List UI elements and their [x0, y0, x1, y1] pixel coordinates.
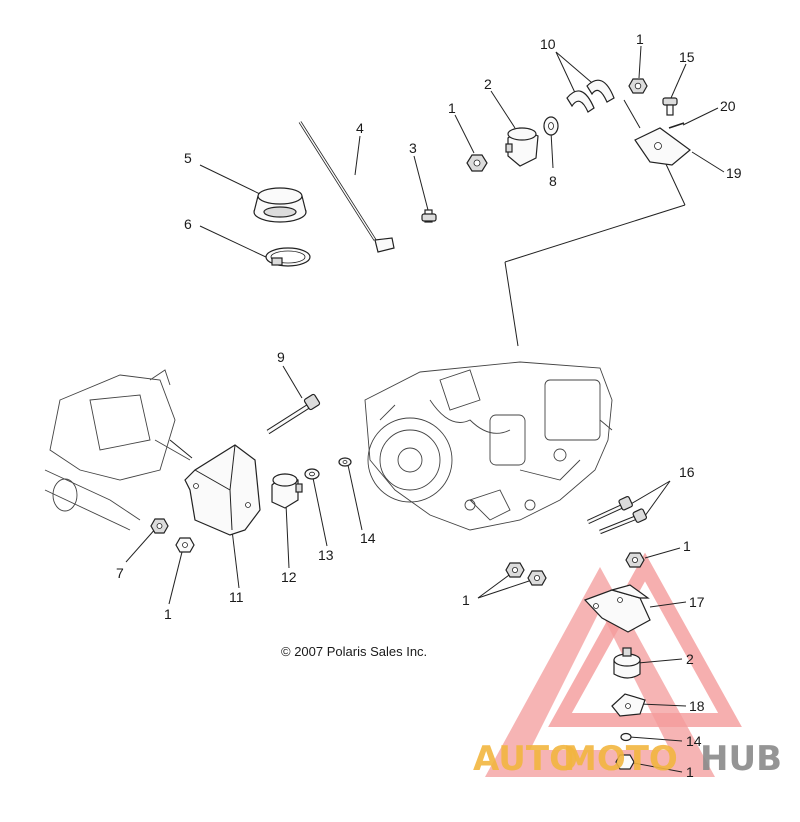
watermark-text: AUTO MOTO HUB	[473, 739, 782, 779]
callout-5: 5	[184, 150, 192, 166]
rod-part	[298, 121, 395, 253]
callout-20: 20	[720, 98, 736, 114]
callout-17: 17	[689, 594, 705, 610]
callout-1: 1	[462, 592, 470, 608]
shim-part	[566, 79, 615, 113]
washer-part	[304, 468, 320, 480]
callout-1: 1	[448, 100, 456, 116]
intake-boot-part	[253, 187, 307, 223]
nut-part	[505, 562, 547, 586]
callout-2: 2	[686, 651, 694, 667]
bolt-part	[421, 209, 437, 223]
long-bolt-part	[266, 393, 321, 435]
washer-part	[338, 457, 352, 467]
callout-13: 13	[318, 547, 334, 563]
engine-mount-part	[271, 473, 303, 509]
callout-14: 14	[686, 733, 702, 749]
callout-18: 18	[689, 698, 705, 714]
callout-14: 14	[360, 530, 376, 546]
engine-assembly	[364, 361, 613, 531]
nut-part	[628, 78, 648, 94]
watermark-text-hub: HUB	[700, 739, 782, 779]
callout-7: 7	[116, 565, 124, 581]
mount-plate-part	[611, 693, 646, 717]
callout-8: 8	[549, 173, 557, 189]
callout-1: 1	[683, 538, 691, 554]
frame-section	[44, 369, 191, 531]
callout-1: 1	[636, 31, 644, 47]
engine-mount-bracket-part	[184, 444, 261, 536]
nut-part	[625, 552, 645, 568]
bolt-part	[662, 97, 678, 116]
mount-bracket-part	[583, 584, 651, 633]
nut-part	[150, 518, 169, 534]
callout-3: 3	[409, 140, 417, 156]
hose-clamp-part	[265, 247, 311, 267]
mount-bracket-part	[623, 99, 691, 166]
watermark-text-moto: MOTO	[563, 739, 678, 779]
watermark-text-auto: AUTO	[473, 739, 578, 779]
cotter-pin-part	[668, 122, 685, 129]
leader-lines	[125, 45, 725, 773]
callout-labels: 5 6 4 3 1 2 8 10 1 15 20 19 9 16 1 1 17 …	[116, 31, 742, 780]
callout-4: 4	[356, 120, 364, 136]
callout-19: 19	[726, 165, 742, 181]
callout-10: 10	[540, 36, 556, 52]
nut-part	[615, 754, 635, 770]
callout-16: 16	[679, 464, 695, 480]
washer-part	[543, 116, 559, 136]
parts	[150, 78, 691, 770]
bolt-part	[587, 495, 648, 535]
copyright-notice: © 2007 Polaris Sales Inc.	[281, 644, 427, 659]
engine-mount-part	[613, 647, 641, 679]
callout-11: 11	[229, 589, 244, 605]
nut-part	[466, 154, 488, 172]
engine-mount-part	[505, 127, 539, 167]
callout-1: 1	[164, 606, 172, 622]
callout-15: 15	[679, 49, 695, 65]
callout-6: 6	[184, 216, 192, 232]
callout-12: 12	[281, 569, 297, 585]
callout-9: 9	[277, 349, 285, 365]
callout-1: 1	[686, 764, 694, 780]
callout-2: 2	[484, 76, 492, 92]
nut-part	[175, 537, 195, 553]
washer-part	[620, 732, 632, 742]
